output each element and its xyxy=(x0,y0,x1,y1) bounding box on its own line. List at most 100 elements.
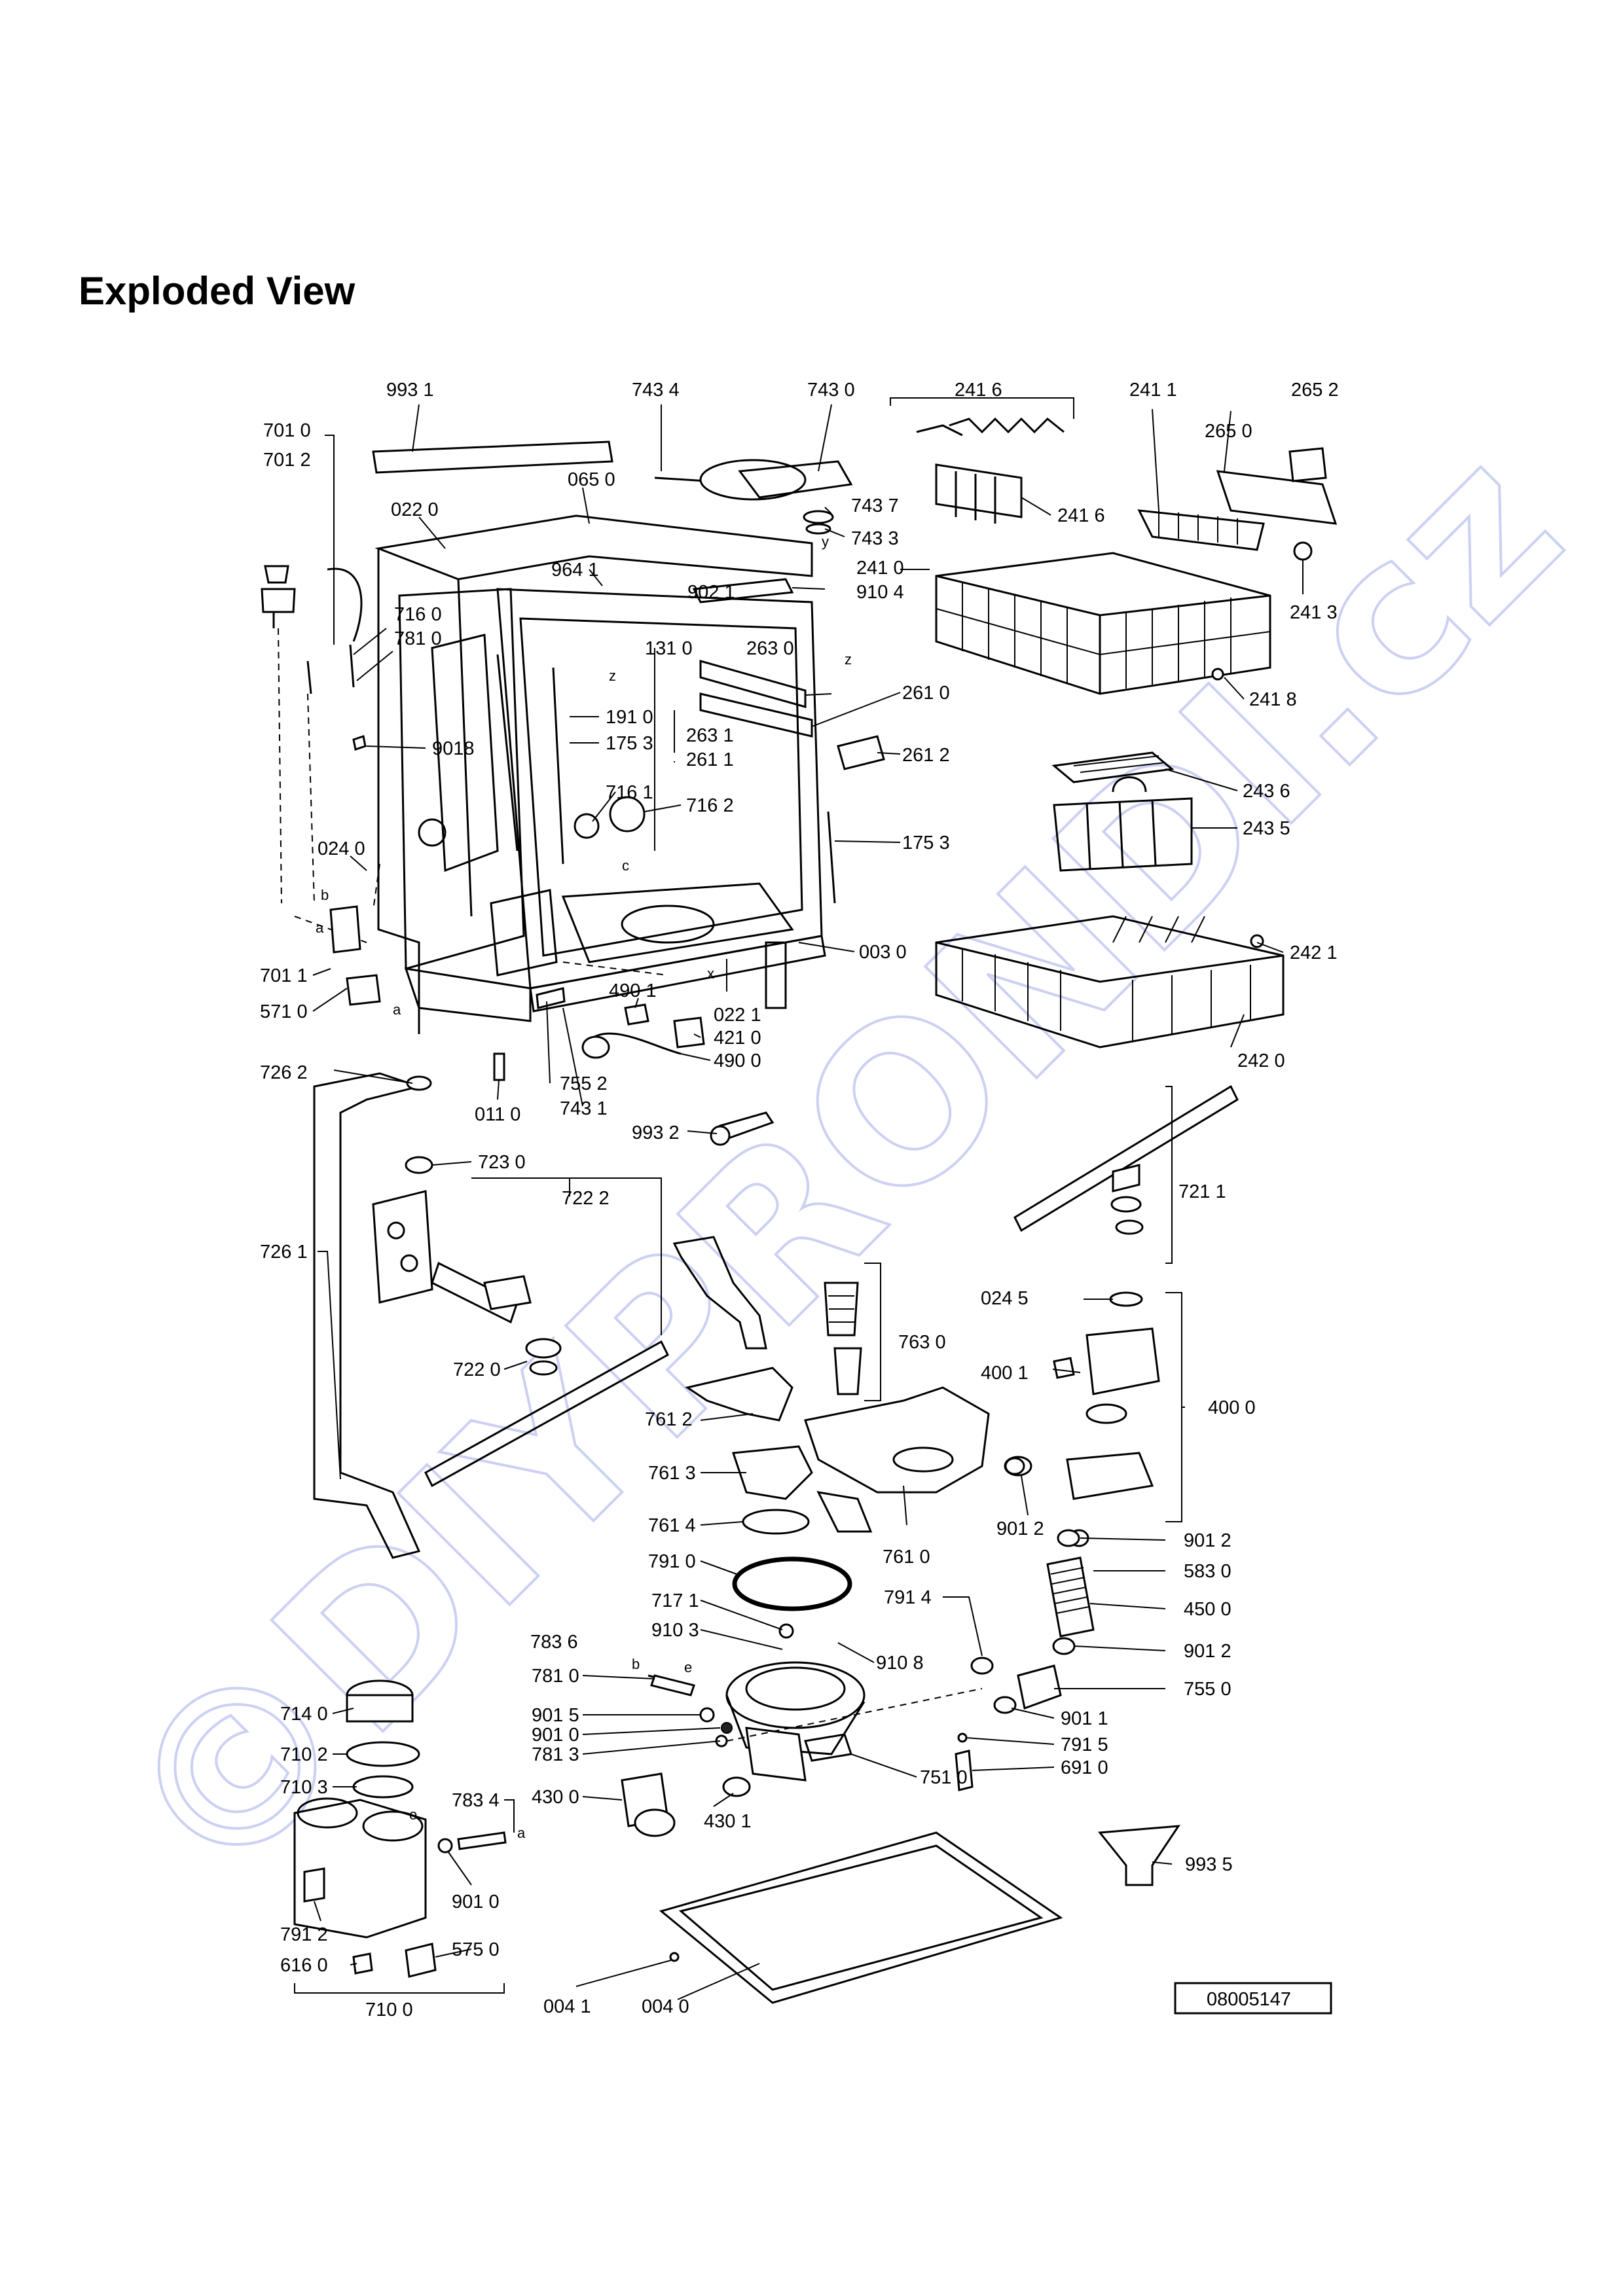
part-label: 781 3 xyxy=(532,1744,579,1765)
part-label: 430 0 xyxy=(532,1787,579,1808)
part-label: 763 0 xyxy=(898,1332,946,1353)
part-label: 743 1 xyxy=(560,1098,608,1119)
part-label: 761 4 xyxy=(648,1515,696,1536)
part-label: 024 5 xyxy=(981,1288,1029,1309)
part-label: 9018 xyxy=(432,738,475,759)
part-label: 490 1 xyxy=(609,980,657,1001)
drawing-number: 08005147 xyxy=(1207,1989,1291,2010)
part-label: 901 2 xyxy=(996,1518,1044,1539)
part-label: 722 0 xyxy=(453,1359,501,1380)
part-label: 175 3 xyxy=(902,833,950,853)
part-label: 910 4 xyxy=(856,582,904,603)
part-label: 263 0 xyxy=(746,638,794,659)
part-label: 993 2 xyxy=(632,1122,680,1143)
part-label: 723 0 xyxy=(478,1152,526,1173)
part-label: 263 1 xyxy=(686,725,734,746)
part-label: 721 1 xyxy=(1178,1181,1226,1202)
part-label: 701 2 xyxy=(263,450,311,471)
mark-letter: a xyxy=(316,920,324,936)
part-label: 175 3 xyxy=(606,733,653,754)
tub-cabinet-drawing xyxy=(261,440,885,1146)
callout-labels: 993 1 743 4 743 0 241 6 241 1 265 2 265 … xyxy=(260,380,1339,2020)
part-label: 241 6 xyxy=(1057,505,1105,526)
part-label: 583 0 xyxy=(1184,1561,1231,1582)
part-label: 716 1 xyxy=(606,782,653,803)
part-label: 791 5 xyxy=(1061,1734,1108,1755)
part-label: 490 0 xyxy=(714,1050,761,1071)
part-label: 022 0 xyxy=(391,499,439,520)
part-label: 781 0 xyxy=(394,628,442,649)
part-label: 993 5 xyxy=(1185,1854,1233,1875)
part-label: 131 0 xyxy=(645,638,693,659)
part-label: 004 0 xyxy=(642,1996,689,2017)
part-label: 901 2 xyxy=(1184,1641,1231,1662)
page-title: Exploded View xyxy=(79,269,356,313)
part-label: 242 0 xyxy=(1237,1050,1285,1071)
part-label: 430 1 xyxy=(704,1811,752,1832)
drawing-number-box: 08005147 xyxy=(1174,1982,1332,2015)
mark-letter: b xyxy=(632,1656,640,1672)
part-label: 761 2 xyxy=(645,1409,693,1430)
part-label: 261 1 xyxy=(686,749,734,770)
part-label: 241 3 xyxy=(1290,602,1338,623)
mark-letter: a xyxy=(393,1001,401,1018)
part-label: 400 1 xyxy=(981,1363,1029,1384)
part-label: 421 0 xyxy=(714,1028,761,1049)
part-label: 726 1 xyxy=(260,1242,308,1263)
part-label: 024 0 xyxy=(318,838,365,859)
mark-letter: e xyxy=(684,1659,692,1676)
mark-letter: y xyxy=(822,533,829,550)
part-label: 901 2 xyxy=(1184,1530,1231,1551)
part-label: 243 6 xyxy=(1243,781,1290,802)
part-label: 901 0 xyxy=(532,1725,579,1746)
part-label: 902 1 xyxy=(687,582,735,603)
part-label: 243 5 xyxy=(1243,818,1290,839)
part-label: 726 2 xyxy=(260,1062,308,1083)
part-label: 717 1 xyxy=(651,1590,699,1611)
part-label: 191 0 xyxy=(606,707,653,728)
part-label: 701 1 xyxy=(260,965,308,986)
spray-arms-drawing xyxy=(313,1072,1239,1611)
part-label: 710 2 xyxy=(280,1744,328,1765)
part-label: 571 0 xyxy=(260,1001,308,1022)
part-label: 901 0 xyxy=(452,1892,500,1912)
part-label: 616 0 xyxy=(280,1955,328,1976)
part-label: 710 3 xyxy=(280,1777,328,1798)
part-label: 710 0 xyxy=(365,2000,413,2020)
mark-letter: z xyxy=(609,668,616,684)
part-label: 783 6 xyxy=(530,1632,578,1653)
part-label: 743 0 xyxy=(807,380,855,401)
part-label: 716 2 xyxy=(686,795,734,816)
mark-letter: e xyxy=(409,1806,417,1823)
part-label: 755 0 xyxy=(1184,1679,1231,1700)
mark-letter: c xyxy=(622,857,629,874)
mark-letter: z xyxy=(845,651,852,668)
part-label: 065 0 xyxy=(568,469,615,490)
part-label: 743 4 xyxy=(632,380,680,401)
part-label: 901 1 xyxy=(1061,1708,1108,1729)
part-label: 400 0 xyxy=(1208,1397,1256,1418)
part-label: 004 1 xyxy=(543,1996,591,2017)
mark-letter: b xyxy=(321,887,329,903)
part-label: 450 0 xyxy=(1184,1599,1231,1620)
leader-lines xyxy=(312,404,1304,2000)
part-label: 241 0 xyxy=(856,558,904,579)
part-label: 993 1 xyxy=(386,380,434,401)
part-label: 910 8 xyxy=(876,1653,924,1674)
part-label: 791 4 xyxy=(884,1587,932,1608)
mark-letter: x xyxy=(707,965,714,982)
part-label: 022 1 xyxy=(714,1005,761,1026)
part-label: 761 0 xyxy=(883,1547,930,1568)
part-label: 781 0 xyxy=(532,1666,579,1687)
part-label: 265 2 xyxy=(1291,380,1339,401)
part-label: 755 2 xyxy=(560,1073,608,1094)
baskets-drawing xyxy=(890,397,1338,1049)
part-label: 003 0 xyxy=(859,942,907,963)
part-label: 261 0 xyxy=(902,683,950,704)
part-label: 743 7 xyxy=(851,495,899,516)
part-label: 575 0 xyxy=(452,1939,500,1960)
part-label: 722 2 xyxy=(562,1188,610,1209)
part-label: 265 0 xyxy=(1205,421,1252,442)
part-label: 261 2 xyxy=(902,745,950,766)
